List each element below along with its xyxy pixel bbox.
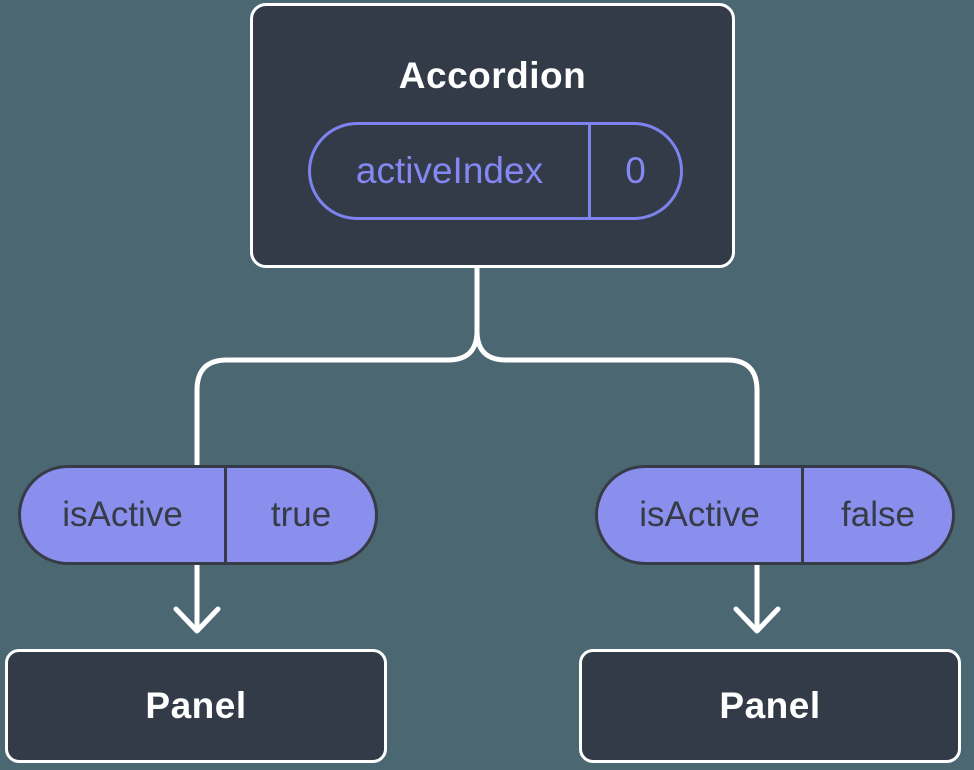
connector-branches [194,261,760,473]
prop-pill-value: true [270,495,332,534]
prop-pill-isactive-true: isActive true [18,465,378,565]
arrow-down-right-icon [733,560,781,634]
state-pill-activeindex: activeIndex 0 [308,122,683,220]
node-accordion: Accordion activeIndex 0 [250,3,735,268]
pill-divider [224,468,227,562]
prop-pill-value: false [841,495,915,534]
prop-pill-name: isActive [62,495,183,534]
prop-pill-name: isActive [639,495,760,534]
node-title: Accordion [398,55,587,96]
node-title: Panel [145,685,247,726]
pill-divider [801,468,804,562]
node-panel-left: Panel [5,649,387,763]
prop-pill-isactive-false: isActive false [595,465,955,565]
state-pill-name: activeIndex [355,150,544,191]
pill-divider [588,125,591,217]
node-panel-right: Panel [579,649,961,763]
node-title: Panel [719,685,821,726]
state-pill-value: 0 [625,150,646,191]
arrow-down-left-icon [173,560,221,634]
